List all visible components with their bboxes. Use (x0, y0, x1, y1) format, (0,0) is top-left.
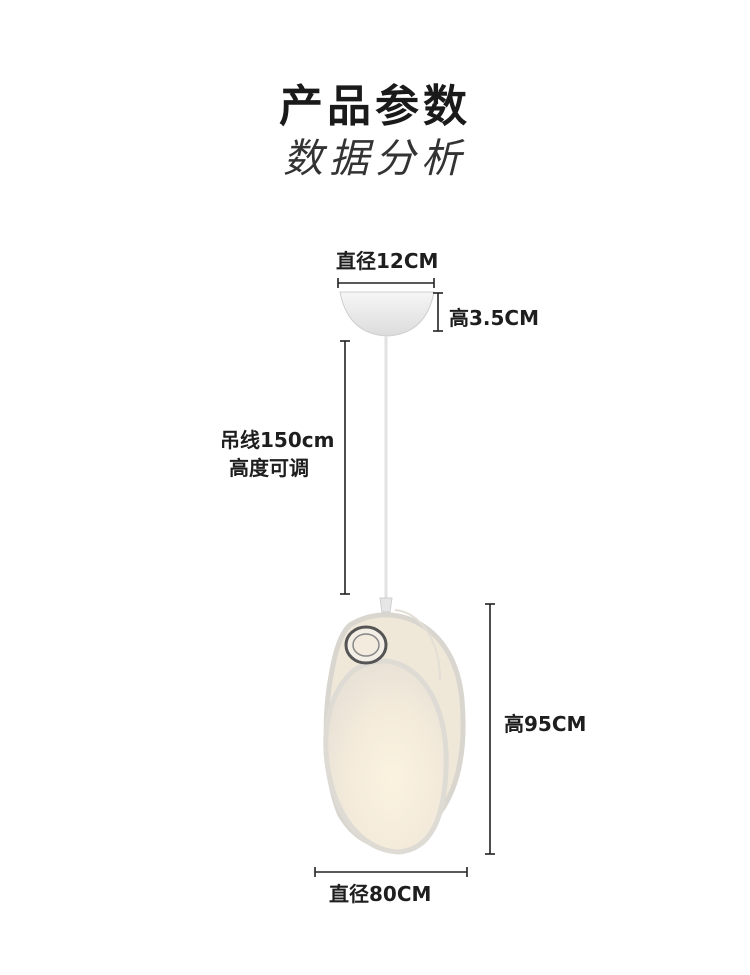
cable-adjustable-label: 高度可调 (229, 456, 309, 480)
pendant-shade (323, 609, 466, 855)
page-subtitle: 数据分析 (283, 136, 467, 182)
canopy-diameter-label: 直径12CM (336, 249, 439, 273)
ceiling-canopy (339, 291, 435, 337)
shade-diameter-label: 直径80CM (329, 882, 432, 906)
shade-height-dimension (485, 603, 495, 855)
shade-front-leaf (323, 658, 449, 855)
shade-diameter-dimension (314, 867, 468, 877)
shade-height-label: 高95CM (504, 712, 587, 736)
canopy-height-label: 高3.5CM (449, 306, 540, 330)
canopy-height-dimension (433, 292, 443, 332)
cable-length-dimension (340, 340, 350, 595)
cable-grip (379, 597, 393, 613)
page-title: 产品参数 (279, 81, 471, 132)
cable-length-label: 吊线150cm (220, 428, 335, 452)
canopy-diameter-dimension (337, 278, 435, 288)
